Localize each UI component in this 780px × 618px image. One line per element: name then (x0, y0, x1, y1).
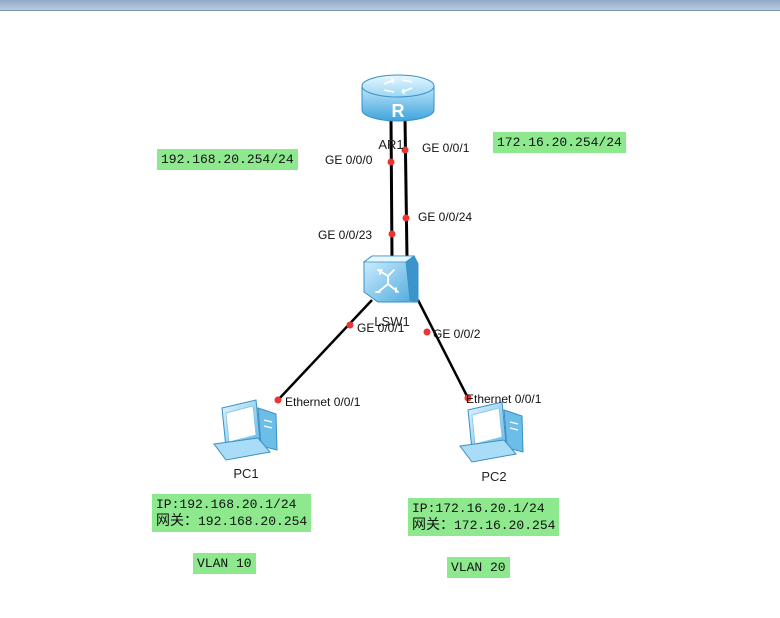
router-icon[interactable]: R (361, 74, 435, 122)
port-dot-pc2-eth[interactable] (464, 394, 472, 402)
switch-icon[interactable] (362, 255, 419, 303)
pc2-gateway-prefix: 网关： (412, 517, 454, 533)
ar1-ip-left-tag: 192.168.20.254/24 (157, 149, 298, 170)
pc1-gateway-text: 192.168.20.254 (198, 514, 308, 529)
window-title-bar (0, 0, 780, 11)
port-label-pc2-eth: Ethernet 0/0/1 (466, 392, 542, 406)
link-lsw1-ge001-pc1[interactable] (276, 299, 373, 402)
port-label-pc1-eth: Ethernet 0/0/1 (285, 395, 361, 409)
port-label-ar1-ge000: GE 0/0/0 (325, 153, 373, 167)
link-lsw1-ge002-pc2[interactable] (416, 299, 471, 401)
port-label-lsw1-ge002: GE 0/0/2 (433, 327, 481, 341)
pc1-ip-tag: IP:192.168.20.1/24 网关：192.168.20.254 (152, 494, 312, 532)
pc2-name-label: PC2 (481, 469, 506, 484)
port-dot-ar1-ge001[interactable] (401, 146, 409, 154)
port-label-lsw1-ge0023: GE 0/0/23 (318, 228, 372, 242)
router-glyph: R (392, 101, 405, 121)
port-dot-lsw1-ge0023[interactable] (388, 230, 396, 238)
pc1-name-label: PC1 (233, 466, 258, 481)
port-dot-lsw1-ge0024[interactable] (402, 214, 410, 222)
pc2-gateway-text: 172.16.20.254 (454, 518, 556, 533)
port-dot-pc1-eth[interactable] (274, 396, 282, 404)
router-name-label: AR1 (378, 137, 403, 152)
port-dots (274, 146, 472, 404)
port-label-lsw1-ge0024: GE 0/0/24 (418, 210, 472, 224)
port-dot-lsw1-ge002[interactable] (423, 328, 431, 336)
vlan20-tag: VLAN 20 (447, 557, 510, 578)
port-dot-ar1-ge000[interactable] (387, 158, 395, 166)
pc2-ip-text: IP:172.16.20.1/24 (412, 501, 545, 516)
pc2-ip-tag: IP:172.16.20.1/24 网关：172.16.20.254 (408, 498, 560, 536)
vlan10-tag: VLAN 10 (193, 553, 256, 574)
pc1-gateway-prefix: 网关： (156, 513, 198, 529)
pc2-gateway-line: 网关：172.16.20.254 (412, 517, 555, 534)
port-dot-lsw1-ge001[interactable] (346, 321, 354, 329)
port-label-lsw1-ge001: GE 0/0/1 (357, 321, 405, 335)
ar1-ip-right-tag: 172.16.20.254/24 (493, 132, 626, 153)
links (276, 117, 471, 402)
pc2-icon[interactable] (459, 401, 524, 463)
port-label-ar1-ge001: GE 0/0/1 (422, 141, 470, 155)
link-ar1-ge001-lsw1-ge0024[interactable] (403, 117, 409, 259)
pc1-gateway-line: 网关：192.168.20.254 (156, 513, 307, 530)
pc1-icon[interactable] (213, 399, 278, 461)
pc1-ip-text: IP:192.168.20.1/24 (156, 497, 297, 512)
switch-name-label: LSW1 (374, 314, 409, 329)
